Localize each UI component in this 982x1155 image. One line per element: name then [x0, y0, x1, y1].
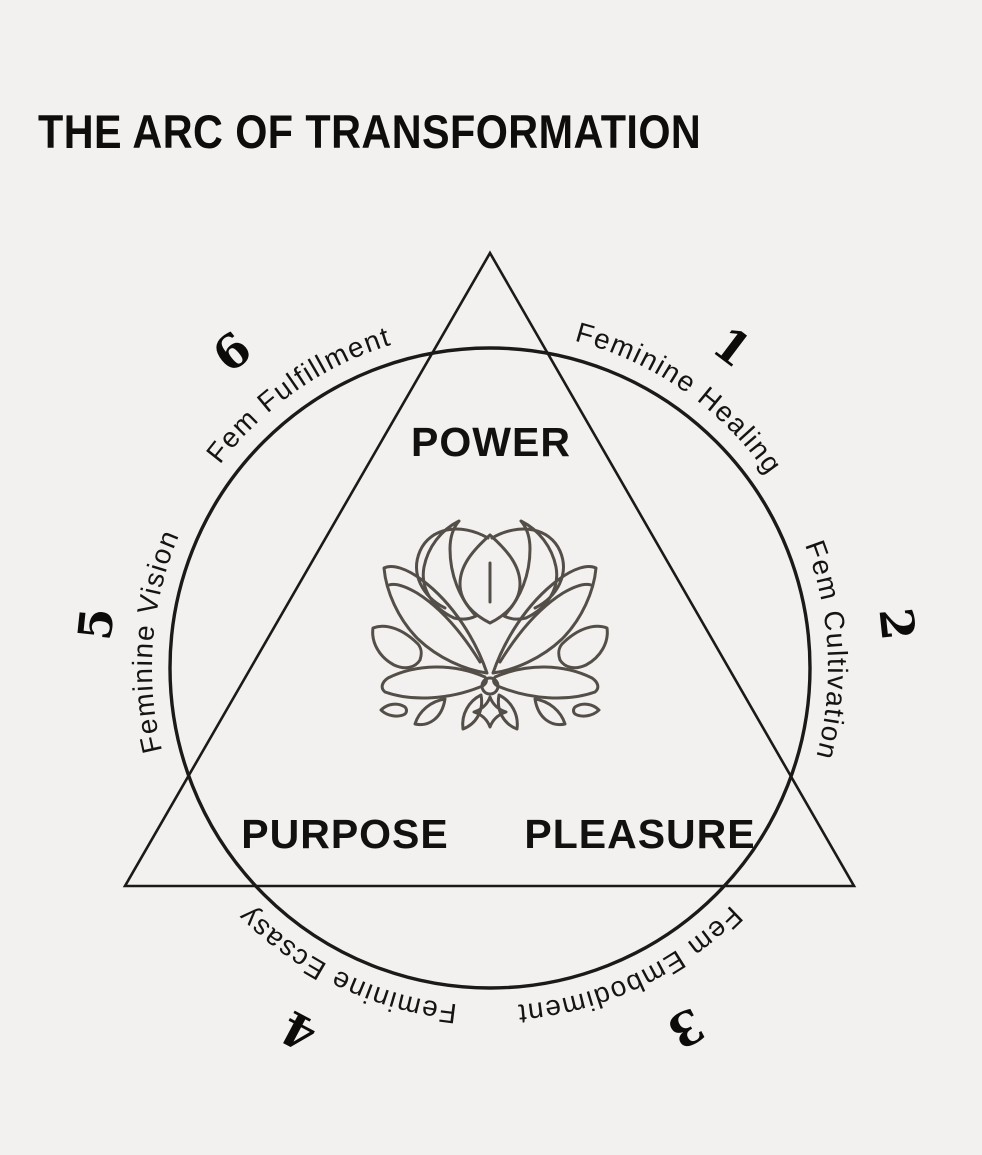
lotus-diamond: [472, 695, 508, 729]
lotus-flower-icon: [371, 519, 609, 731]
page-title-text: THE ARC OF TRANSFORMATION: [38, 107, 701, 159]
vertex-pleasure: PLEASURE: [524, 811, 755, 857]
lotus-base-dot: [480, 676, 500, 696]
vertex-power: POWER: [411, 419, 571, 465]
cycle-circle: [168, 346, 812, 990]
page-title: THE ARC OF TRANSFORMATION: [38, 107, 701, 159]
vertex-purpose: PURPOSE: [241, 811, 449, 857]
triangle-outline: [122, 250, 857, 888]
stage-number-2: 2: [868, 605, 925, 642]
lotus-bud: [458, 533, 522, 625]
stage-number-5: 5: [67, 605, 124, 642]
